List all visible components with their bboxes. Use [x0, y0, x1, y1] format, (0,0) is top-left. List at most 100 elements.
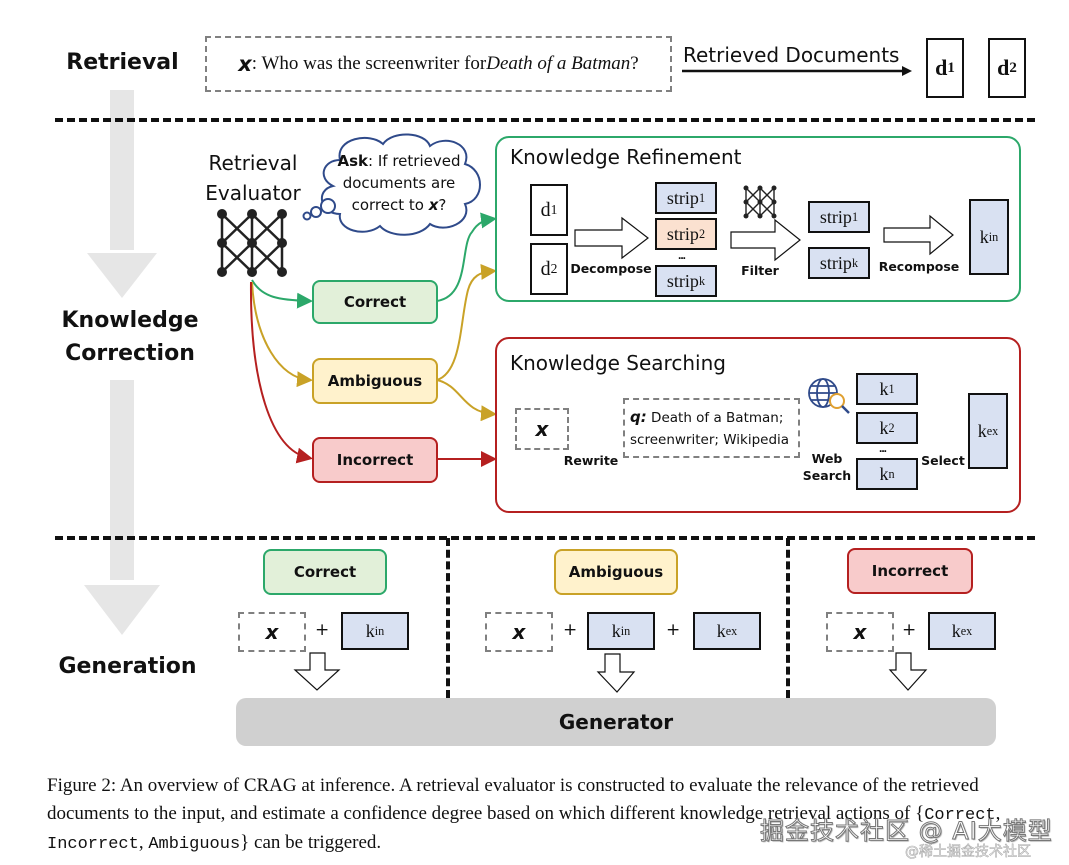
k-sub: ex — [960, 623, 973, 638]
doc-base: d — [935, 55, 948, 80]
strip-ellipsis: ... — [678, 248, 686, 262]
filter-network-icon — [743, 185, 777, 219]
k-sub: 1 — [888, 381, 895, 396]
k-base: k — [979, 226, 989, 247]
k-sub: ex — [986, 423, 999, 438]
k-base: k — [716, 620, 726, 641]
doc-base: d — [997, 55, 1010, 80]
strip-sub: k — [698, 273, 706, 288]
connector-evaluator-to-correct — [251, 279, 313, 309]
strip-base: strip — [666, 223, 699, 244]
doc-sub: 2 — [550, 261, 558, 276]
caption-sep2: , — [138, 832, 149, 853]
divider-generation-col-1 — [446, 538, 450, 698]
strip-sub: 1 — [851, 209, 859, 224]
k-base: k — [611, 620, 621, 641]
k-sub: 2 — [888, 420, 895, 435]
k-sub: in — [620, 623, 631, 638]
action-correct[interactable]: Correct — [312, 280, 438, 324]
caption-part2: } can be triggered. — [240, 832, 382, 853]
search-input-x: x — [515, 408, 569, 450]
action-ambiguous[interactable]: Ambiguous — [312, 358, 438, 404]
knowledge-searching-panel — [495, 337, 1021, 513]
q-line1: Death of a Batman; — [651, 410, 784, 426]
generation-ambiguous-x: x — [485, 612, 553, 652]
thought-suffix: ? — [438, 196, 447, 214]
caption-code-ambiguous: Ambiguous — [148, 835, 241, 854]
generation-action-correct[interactable]: Correct — [263, 549, 387, 595]
k-sub: in — [374, 623, 385, 638]
generator-label: Generator — [558, 710, 674, 734]
caption-sep1: , — [995, 802, 1001, 824]
doc-sub: 2 — [1009, 59, 1017, 76]
watermark-line1: 掘金技术社区 @ AI大模型 — [760, 817, 1053, 846]
thought-line1: : If retrieved — [368, 152, 461, 170]
k-base: k — [879, 378, 889, 399]
stage-arrow-shaft-2 — [110, 380, 134, 580]
stage-label-correction-line2: Correction — [65, 341, 195, 366]
retrieved-documents-label: Retrieved Documents — [683, 43, 900, 67]
strip-sub: k — [851, 255, 859, 270]
query-title: Death of a Batman — [486, 53, 631, 74]
k-sub: ex — [725, 623, 738, 638]
strip-base: strip — [666, 270, 699, 291]
generation-action-ambiguous[interactable]: Ambiguous — [554, 549, 678, 595]
recompose-label: Recompose — [878, 259, 960, 274]
k-base: k — [879, 417, 889, 438]
generator-bar: Generator — [236, 698, 996, 746]
stage-label-correction-line1: Knowledge — [61, 308, 199, 333]
evaluator-label-line1: Retrieval — [208, 151, 298, 175]
caption-code-incorrect: Incorrect — [47, 835, 139, 854]
generation-ambiguous-plus-1: + — [563, 620, 578, 640]
divider-generation-col-2 — [786, 538, 790, 698]
stage-label-retrieval: Retrieval — [66, 50, 179, 75]
stage-label-generation: Generation — [58, 654, 197, 679]
stage-arrow-shaft-1 — [110, 90, 134, 250]
strip-base: strip — [819, 252, 852, 273]
stage-arrow-head-2 — [84, 585, 160, 635]
generation-arrow-3-icon — [888, 652, 928, 691]
connector-ambiguous-to-searching — [436, 379, 497, 422]
action-incorrect[interactable]: Incorrect — [312, 437, 438, 483]
retrieved-documents-arrow — [682, 66, 912, 76]
strip-sub: 1 — [698, 190, 706, 205]
watermark-line2: @稀土掘金技术社区 — [905, 844, 1032, 861]
generation-arrow-1-icon — [293, 652, 341, 691]
connector-evaluator-to-ambiguous — [251, 281, 313, 388]
doc-base: d — [540, 257, 551, 280]
refinement-title: Knowledge Refinement — [510, 145, 742, 169]
q-line2: screenwriter; Wikipedia — [630, 432, 790, 448]
connector-correct-to-refinement — [436, 212, 497, 302]
thought-line3: correct to — [351, 196, 429, 214]
neural-network-icon — [217, 209, 287, 277]
thought-ask: Ask — [337, 152, 369, 170]
recompose-arrow-icon — [883, 214, 954, 256]
evaluator-label-line2: Evaluator — [205, 181, 301, 205]
generation-action-incorrect[interactable]: Incorrect — [847, 548, 973, 594]
thought-cloud-icon — [302, 133, 481, 236]
k-base: k — [951, 620, 961, 641]
strip-sub: 2 — [698, 226, 706, 241]
generation-correct-plus: + — [315, 620, 330, 640]
rewrite-label: Rewrite — [563, 453, 619, 468]
web-search-line2: Search — [802, 468, 852, 483]
select-label: Select — [921, 453, 965, 468]
web-search-label: Web Search — [800, 450, 854, 484]
generation-correct-x: x — [238, 612, 306, 652]
generation-incorrect-x: x — [826, 612, 894, 652]
thought-line2: documents are — [342, 174, 456, 192]
doc-sub: 1 — [550, 202, 558, 217]
stage-label-knowledge-correction: Knowledge Correction — [55, 304, 205, 370]
